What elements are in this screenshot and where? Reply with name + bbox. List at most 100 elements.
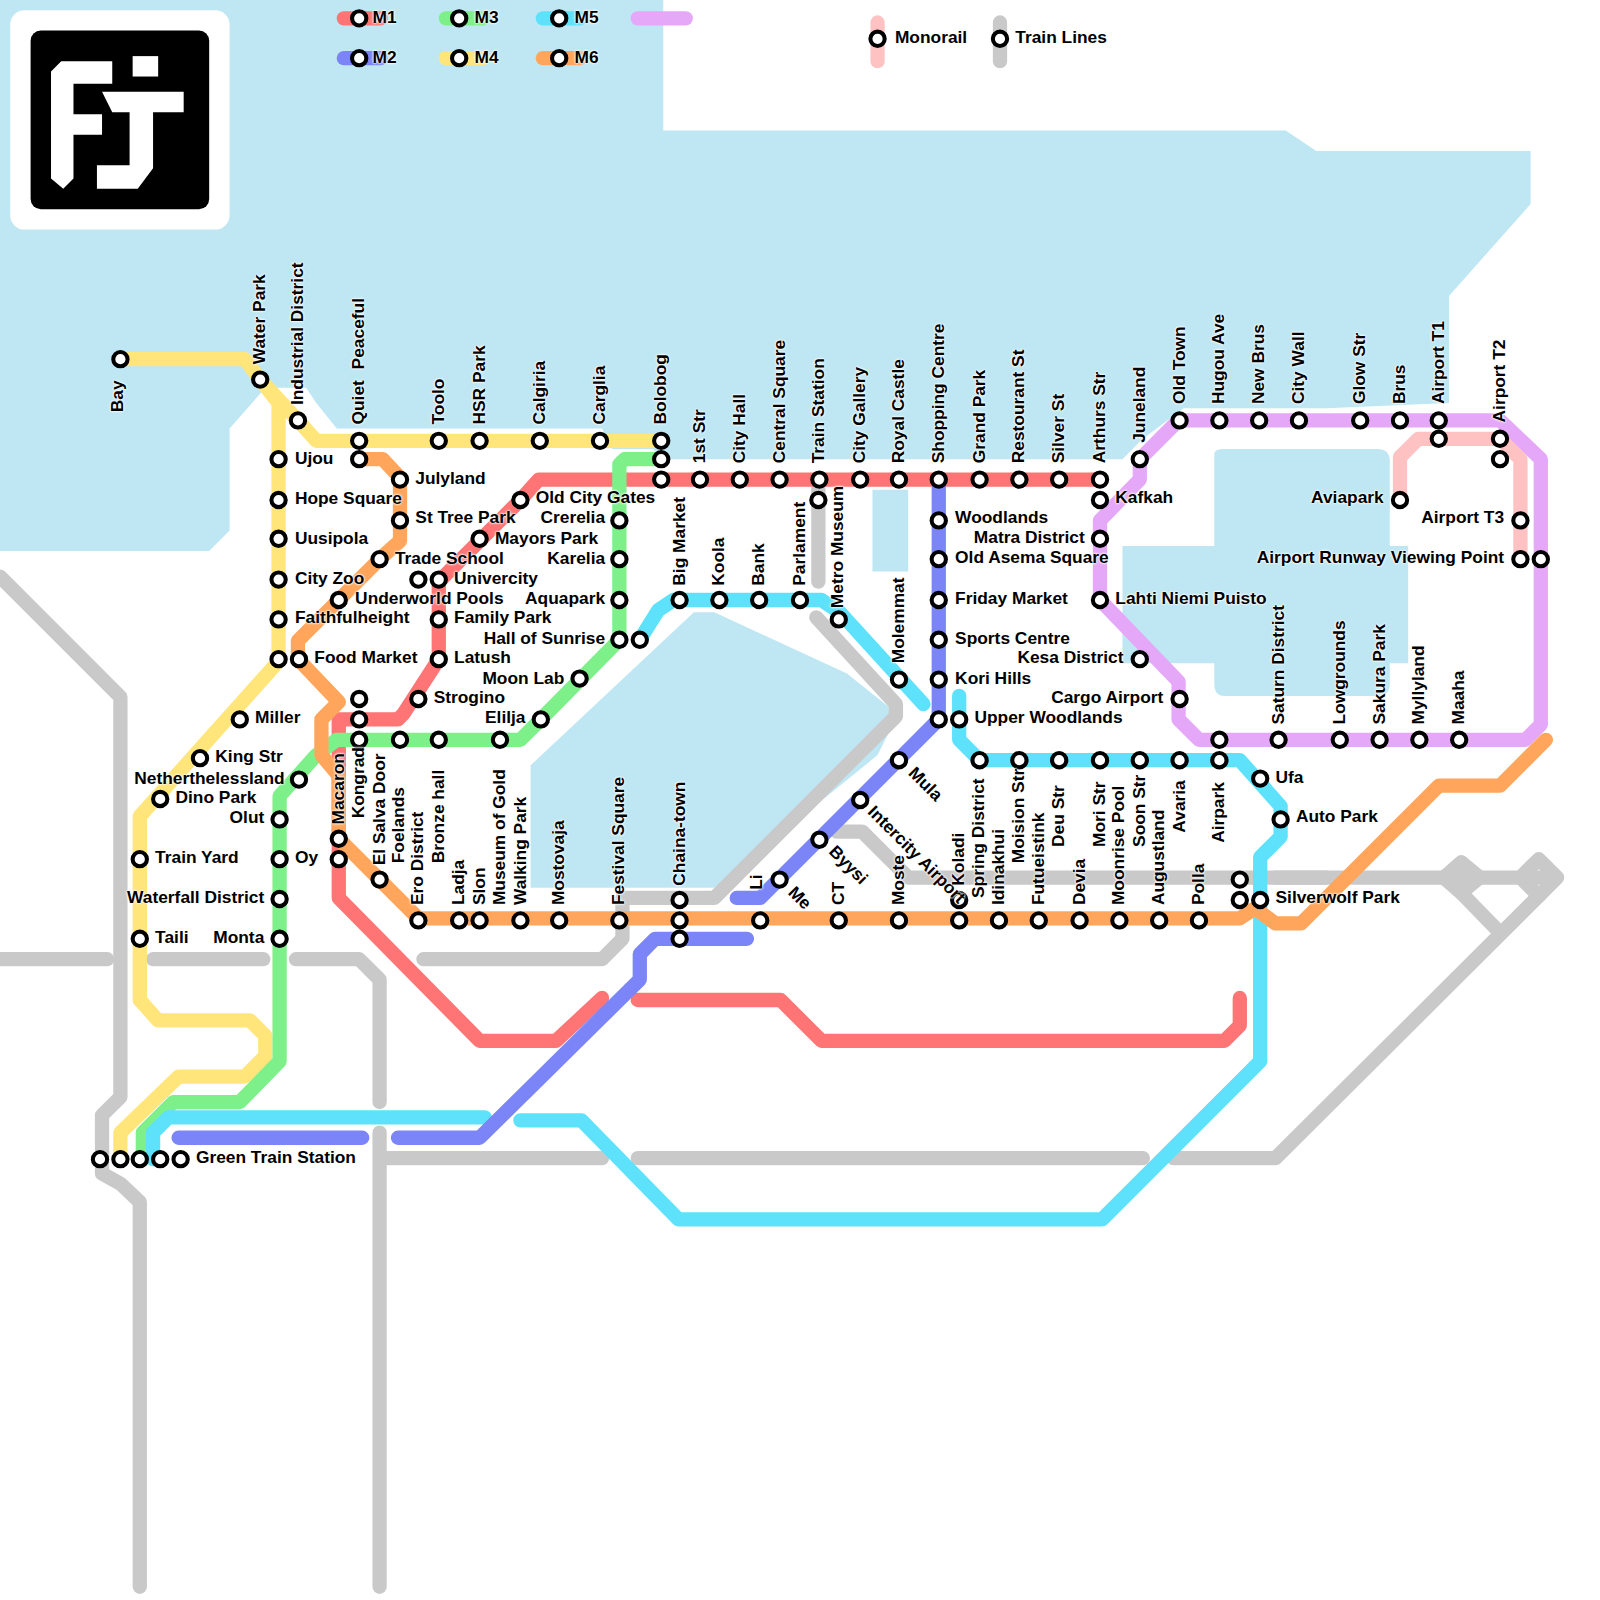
station-label: Metro Museum: [828, 486, 848, 608]
station-label: Sakura Park: [1369, 624, 1389, 724]
station-label: Underworld Pools: [355, 589, 503, 609]
station-label: Mori Str: [1090, 781, 1110, 847]
station-label: Oy: [295, 848, 318, 868]
station-label: Cargo Airport: [1051, 688, 1163, 708]
logo: [10, 10, 229, 229]
station-label: St Tree Park: [415, 508, 515, 528]
station-dot: [332, 852, 346, 866]
station-dot: [452, 913, 466, 927]
station-label: Museum of Gold: [490, 769, 510, 905]
station-dot: [952, 913, 966, 927]
station-dot: [672, 913, 686, 927]
station-label: City Zoo: [295, 568, 364, 588]
station-dot: [1372, 733, 1386, 747]
station-label: Crerelia: [540, 508, 605, 528]
station-dot: [271, 572, 285, 586]
station-label: Glow Str: [1350, 333, 1370, 404]
station-dot: [193, 751, 207, 765]
station-dot: [1212, 733, 1226, 747]
station-label: Hugou Ave: [1209, 314, 1229, 404]
station-label: Karelia: [547, 549, 605, 569]
station-dot: [472, 532, 486, 546]
station-dot: [292, 652, 306, 666]
station-dot: [153, 1152, 167, 1166]
station-dot: [1012, 753, 1026, 767]
station-label: King Str: [215, 747, 282, 767]
station-label: Woodlands: [955, 508, 1048, 528]
water: [0, 0, 1531, 888]
station-label: 1st Str: [690, 409, 710, 463]
station-dot: [892, 472, 906, 486]
station-label: Mula: [904, 763, 946, 805]
station-label: Bolobog: [651, 354, 671, 424]
station-dot: [1212, 753, 1226, 767]
station-dot: [1052, 753, 1066, 767]
station-label: Deu Str: [1049, 785, 1069, 847]
station-label: Family Park: [454, 608, 551, 628]
station-dot: [1133, 452, 1147, 466]
station-dot: [612, 593, 626, 607]
station-dot: [432, 652, 446, 666]
station-dot: [113, 1152, 127, 1166]
station-label: Univercity: [454, 568, 538, 588]
station-dot: [793, 593, 807, 607]
station-dot: [292, 772, 306, 786]
station-label: Central Square: [769, 340, 789, 463]
station-label: Grand Park: [969, 370, 989, 464]
station-dot: [432, 572, 446, 586]
station-dot: [1032, 913, 1046, 927]
station-dot: [352, 434, 366, 448]
legend-dot: [991, 30, 1009, 48]
station-label: Bronze hall: [429, 770, 449, 863]
station-label: Train Yard: [155, 848, 239, 868]
legend-dot: [450, 49, 468, 67]
station-dot: [654, 472, 668, 486]
station-dot: [113, 352, 127, 366]
legend-text: M1: [372, 8, 396, 28]
station-label: Hall of Sunrise: [484, 629, 605, 649]
station-label: Ujou: [295, 449, 334, 469]
station-dot: [1333, 733, 1347, 747]
station-dot: [534, 712, 548, 726]
station-dot: [672, 932, 686, 946]
station-dot: [133, 1152, 147, 1166]
station-label: Futueistink: [1029, 813, 1049, 906]
station-dot: [1093, 593, 1107, 607]
station-label: Moste: [889, 855, 909, 905]
station-dot: [411, 572, 425, 586]
station-label: Juneland: [1130, 367, 1150, 443]
station-dot: [472, 434, 486, 448]
station-label: Silver St: [1049, 394, 1069, 463]
station-dot: [654, 452, 668, 466]
station-label: City Gallery: [850, 367, 870, 463]
station-label: Calgiria: [530, 361, 550, 425]
station-dot: [1152, 913, 1166, 927]
station-dot: [272, 812, 286, 826]
station-dot: [672, 893, 686, 907]
station-label: Aviapark: [1311, 488, 1384, 508]
station-dot: [853, 472, 867, 486]
station-label: Myllyland: [1409, 645, 1429, 724]
station-dot: [612, 913, 626, 927]
station-label: Spring District: [968, 778, 988, 898]
station-dot: [733, 472, 747, 486]
station-dot: [853, 793, 867, 807]
station-label: Airport T1: [1429, 321, 1449, 404]
station-label: Kesa District: [1017, 648, 1123, 668]
station-dot: [1493, 452, 1507, 466]
station-dot: [812, 472, 826, 486]
station-dot: [932, 472, 946, 486]
station-dot: [1253, 893, 1267, 907]
station-label: Aquapark: [525, 589, 605, 609]
station-dot: [372, 552, 386, 566]
station-dot: [552, 913, 566, 927]
station-dot: [1393, 493, 1407, 507]
legend-text: M4: [474, 48, 498, 68]
station-dot: [271, 493, 285, 507]
station-label: Parlament: [790, 502, 810, 586]
station-dot: [932, 513, 946, 527]
station-dot: [932, 593, 946, 607]
station-label: Toolo: [429, 379, 449, 425]
station-dot: [1292, 413, 1306, 427]
station-label: Arthurs Str: [1090, 372, 1110, 464]
